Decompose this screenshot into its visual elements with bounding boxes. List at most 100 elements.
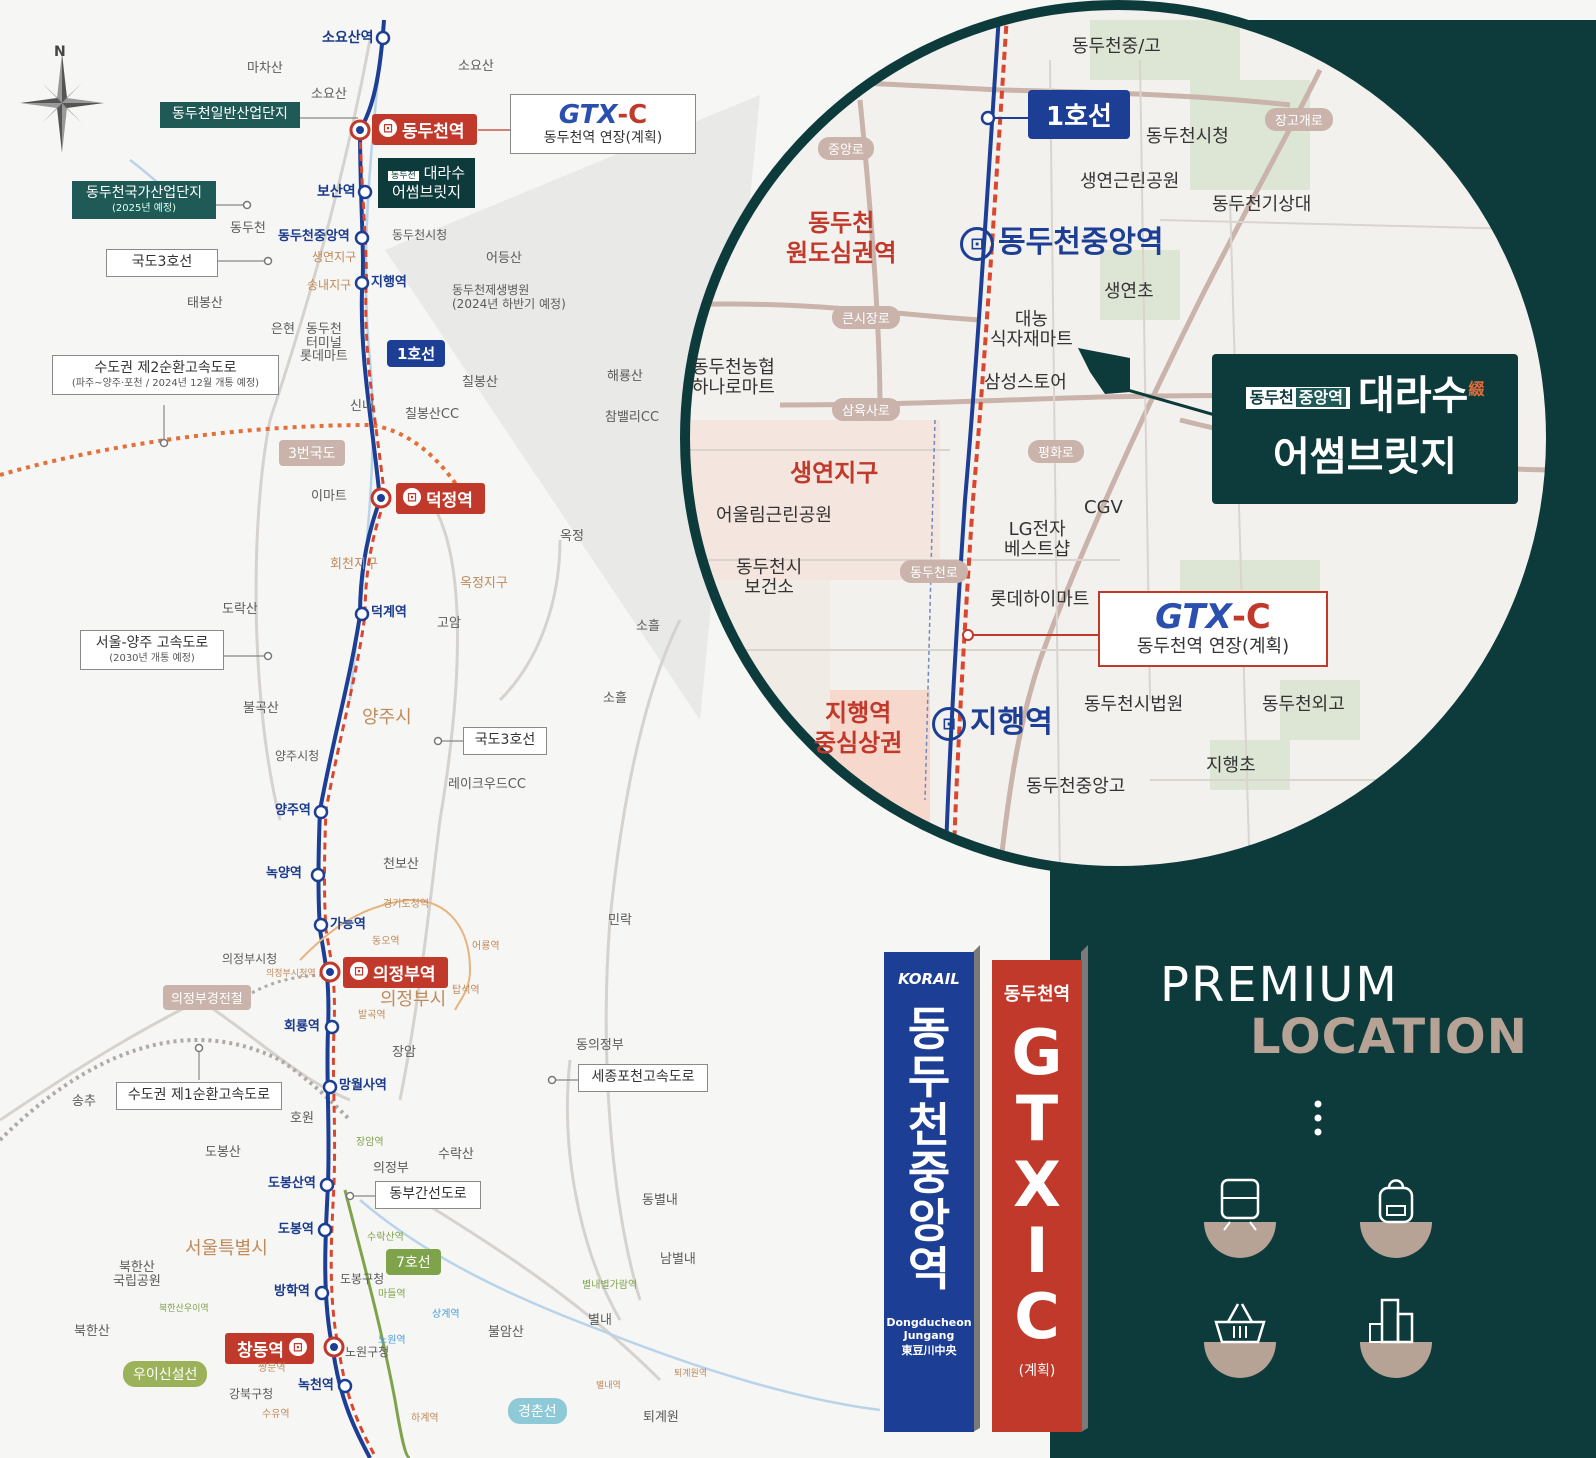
place-uijeongbu-ic: 의정부 [373,1161,409,1176]
place-dongo: 동오역 [372,936,400,947]
inset-dongducheon-ro: 동두천로 [900,560,968,583]
dongbu-box: 동부간선도로 [375,1181,481,1209]
place-yangju-city: 양주시 [362,707,412,728]
backpack-icon [1360,1179,1432,1258]
project-badge-b: 중앙역 [1295,388,1346,408]
place-byeollae-stn: 별내역 [596,1381,621,1391]
inset-line1-track [943,5,1002,871]
place-eunhyeon: 은현 [271,322,295,337]
seoul-yangju-box: 서울-양주 고속도로 (2030년 개통 예정) [80,630,224,670]
district-jihaeng-2: 중심상권 [814,729,903,757]
inset-eoullim: 어울림근린공원 [716,505,832,526]
gtx-subtitle: 동두천역 연장(계획) [543,129,663,146]
station-soyosan: 소요산역 [322,30,374,46]
seoul-yangju-note: (2030년 개통 예정) [109,652,195,664]
inset-daedong: 대농 식자재마트 [990,310,1073,350]
inset-gtx-subtitle: 동두천역 연장(계획) [1136,636,1290,658]
terminal-line1: 동두천 [305,322,342,337]
place-nowon-gu: 노원구청 [345,1345,390,1359]
inset-district-saengyeon: 생연지구 [790,459,879,487]
uijeongbu-station-tag: ⊡의정부역 [343,957,448,988]
ring2-box: 수도권 제2순환고속도로 (파주~양주·포천 / 2024년 12월 개통 예정… [52,355,279,395]
inset-district-jihaeng: 지행역 중심상권 [814,698,902,758]
district-jihaeng-1: 지행역 [825,699,892,727]
place-goam: 고암 [437,616,461,631]
korail-cn: 東豆川中央 [901,1344,957,1357]
gtx-c-track [323,129,387,1458]
place-soyosan-ic: 소요산 [311,87,347,102]
inset-samyuk: 삼육사로 [832,398,900,421]
place-dongducheon-ic: 동두천 [230,221,266,236]
place-mingrak-ic: 민락 [608,913,632,928]
place-hoecheon: 회천지구 [330,557,378,572]
inset-city-hall: 동두천시청 [1146,126,1229,147]
inset-station-main: ⊡동두천중앙역 [960,225,1164,261]
shopping-basket-icon [1204,1303,1276,1378]
place-dong-uijeongbu: 동의정부 [576,1038,624,1053]
place-haeryongsan: 해룡산 [607,369,643,384]
place-songnae: 송내지구 [307,278,352,292]
gtx-sign-note: (계획) [1018,1363,1056,1379]
sign-char: G [1011,1016,1063,1089]
industrial-complex-box: 동두천일반산업단지 [160,102,300,128]
ring2-note: (파주~양주·포천 / 2024년 12월 개통 예정) [71,377,260,389]
gtx-callout: GTX-C 동두천역 연장(계획) [510,94,696,155]
place-bulgok: 불곡산 [243,701,279,716]
inset-jihaeng-elem: 지행초 [1206,755,1256,776]
gtx-sign-header: 동두천역 [1003,984,1071,1005]
korail-en-1: Dongducheon [886,1316,972,1329]
place-soheul-a: 소흘 [636,619,660,634]
changdong-station-tag: 창동역⊡ [225,1333,314,1364]
gtx-sign [992,945,1088,1432]
inset-gtx-suffix: -C [1231,597,1271,637]
place-nowon: 노원역 [378,1335,406,1346]
terminal-line2: 터미널 [305,335,342,351]
inset-samsung: 삼성스토어 [984,372,1067,393]
inset-gtx-callout: GTX-C 동두천역 연장(계획) [1098,591,1328,667]
lg-line1: LG전자 [1008,519,1066,540]
place-hagye: 하계역 [411,1413,439,1424]
place-byeollae-ic: 별내 [588,1313,612,1328]
compass-icon [20,53,104,153]
line1-badge: 1호선 [387,340,446,367]
dongducheon-station-label: 동두천역 [402,122,465,142]
place-seoul: 서울특별시 [185,1238,268,1259]
place-dobong-gu: 도봉구청 [340,1272,385,1286]
lg-line2: 베스트샵 [1004,538,1071,560]
place-suraksan: 수락산 [438,1147,474,1162]
place-balgok: 발곡역 [358,1010,386,1021]
station-ganeung: 가능역 [330,917,366,932]
uijeongbu-station-label: 의정부역 [373,965,436,985]
inset-foreign-hs: 동두천외고 [1262,694,1345,715]
inset-nonghyup: 동두천농협 하나로마트 [692,358,775,398]
place-howon: 호원 [290,1111,314,1126]
station-nogyang: 녹양역 [266,866,302,881]
place-champaeri-cc: 참밸리CC [605,410,660,425]
place-gyeonggi-hall: 경기도청역 [383,899,429,910]
line7-badge: 7호선 [386,1249,441,1275]
inset-gtx-track [951,5,1010,871]
ring2-label: 수도권 제2순환고속도로 [94,360,237,376]
dongducheon-station-tag: ⊡동두천역 [372,114,477,145]
place-ssangmun: 쌍문역 [258,1363,286,1374]
national-industrial-label: 동두천국가산업단지 [86,185,202,201]
place-bukhansan-park: 북한산 국립공원 [113,1260,161,1290]
place-jangam-ic: 장암 [392,1045,416,1060]
district-wondosim-1: 동두천 [808,209,875,237]
place-uijeongbu-hall-stn: 의정부시청역 [266,969,316,979]
place-terminal: 동두천 터미널 롯데마트 [300,323,348,364]
place-taebongsan: 태봉산 [187,296,223,311]
place-bukhansan: 북한산 [74,1324,110,1339]
ring1-expressway [0,1038,352,1142]
sign-char: 동 [907,1002,951,1056]
project-name: 대라수 [1357,373,1469,419]
place-bulamsan: 불암산 [488,1325,524,1340]
place-okjeong-district: 옥정지구 [460,576,508,591]
ring2-expressway [0,422,462,492]
hospital-note: (2024년 하반기 예정) [452,296,566,311]
train-icon [1204,1178,1276,1258]
gtx-suffix: -C [617,100,648,130]
